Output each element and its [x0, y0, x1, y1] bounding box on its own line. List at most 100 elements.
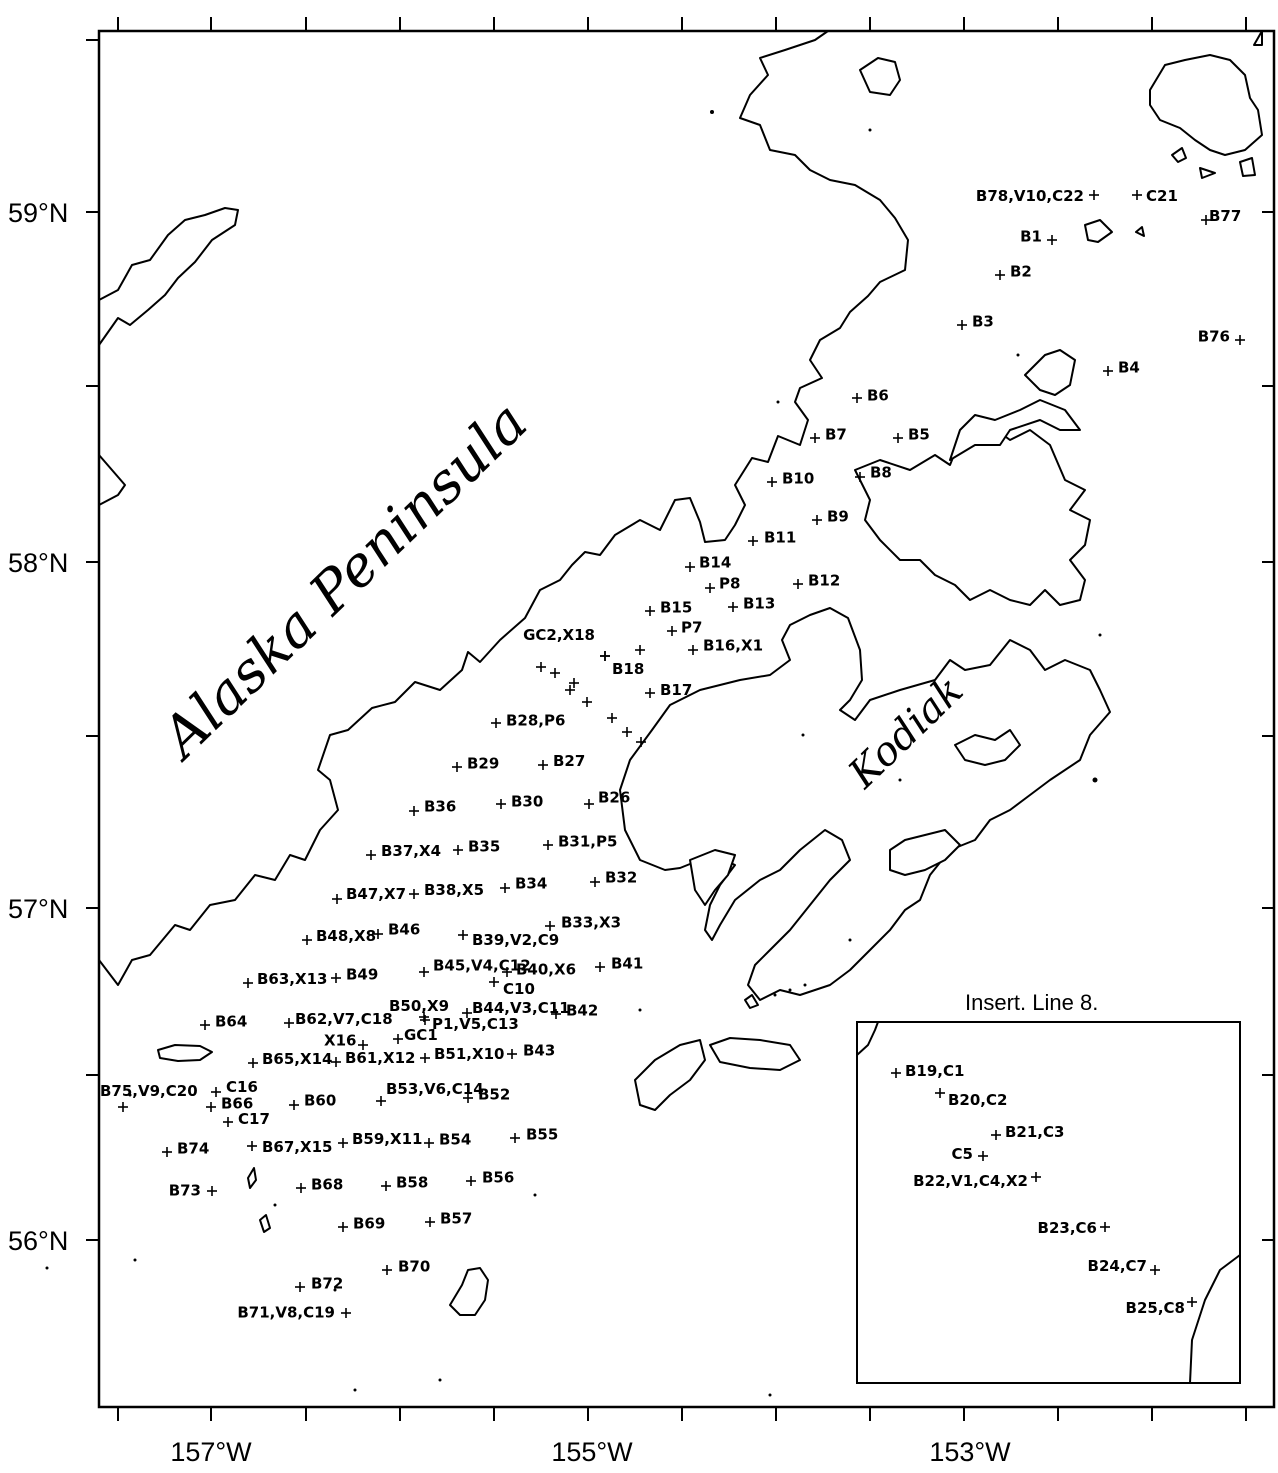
map-station-b65-x14: B65,X14 [248, 1050, 332, 1068]
station-marker [118, 1102, 128, 1112]
longitude-labels: 157°W 155°W 153°W [170, 1437, 1011, 1467]
map-station-b43: B43 [507, 1042, 555, 1060]
station-label: P8 [719, 575, 740, 593]
map-station-b27: B27 [538, 752, 585, 770]
station-label: GC1 [404, 1026, 438, 1044]
station-marker [366, 850, 376, 860]
station-marker [502, 967, 512, 977]
station-label: X16 [324, 1032, 356, 1050]
map-station-b49: B49 [331, 965, 378, 983]
kodiak-label: Kodiak [839, 667, 972, 798]
station-marker [382, 1265, 392, 1275]
map-station-b75-v9-c20: B75,V9,C20 [100, 1082, 198, 1112]
inset-frame [856, 1021, 1241, 1384]
map-station-b30: B30 [496, 793, 543, 811]
lon-label-157: 157°W [170, 1437, 252, 1467]
inset-coast-top [856, 1021, 879, 1056]
station-label: B3 [972, 312, 994, 330]
station-label: B47,X7 [346, 885, 406, 903]
map-station-b63-x13: B63,X13 [243, 970, 327, 988]
station-marker [810, 433, 820, 443]
station-marker [331, 973, 341, 983]
map-station-b26: B26 [584, 789, 630, 809]
map-station-b67-x15: B67,X15 [247, 1138, 332, 1156]
station-label: B15 [660, 598, 692, 616]
station-marker [247, 1141, 257, 1151]
station-label: B11 [764, 528, 796, 546]
station-label: B46 [388, 921, 420, 939]
top-ticks [117, 17, 1247, 31]
map-station-b72: B72 [295, 1274, 343, 1292]
station-marker [705, 583, 715, 593]
station-label: B22,V1,C4,X2 [913, 1172, 1028, 1190]
alaska-peninsula-coastline [98, 30, 909, 986]
station-label: B71,V8,C19 [237, 1303, 335, 1321]
map-station-b62-v7-c18: B62,V7,C18 [284, 1010, 393, 1028]
lon-label-155: 155°W [551, 1437, 633, 1467]
map-station-c16: C16 [211, 1078, 258, 1097]
station-marker [1201, 215, 1211, 225]
station-marker [510, 1133, 520, 1143]
station-marker [600, 651, 610, 661]
inset-station-b25-c8: B25,C8 [1126, 1297, 1197, 1317]
map-station-b53-v6-c14: B53,V6,C14 [376, 1080, 484, 1106]
station-label: B20,C2 [948, 1091, 1007, 1109]
map-station-b1: B1 [1020, 228, 1057, 246]
station-marker [491, 718, 501, 728]
map-station-b34: B34 [500, 875, 547, 893]
station-label: B63,X13 [257, 970, 327, 988]
station-label: B26 [598, 789, 630, 807]
map-station-b48-x8: B48,X8 [302, 927, 376, 945]
station-label: B9 [827, 507, 849, 525]
bottom-ticks [117, 1407, 1247, 1421]
station-marker [393, 1034, 403, 1044]
station-label: B40,X6 [516, 960, 576, 978]
alaska-peninsula-label: Alaska Peninsula [146, 390, 540, 774]
map-station-b71-v8-c19: B71,V8,C19 [237, 1303, 351, 1321]
station-label: B18 [612, 660, 644, 678]
station-marker [891, 1068, 901, 1078]
station-label: B69 [353, 1215, 385, 1233]
station-marker [1047, 235, 1057, 245]
station-label: B74 [177, 1139, 209, 1157]
station-label: B77 [1209, 207, 1241, 225]
map-station-b15: B15 [645, 598, 692, 616]
map-station-b37-x4: B37,X4 [366, 842, 441, 860]
inset-stations: B19,C1B20,C2B21,C3C5B22,V1,C4,X2B23,C6B2… [891, 1062, 1197, 1317]
station-marker [538, 760, 548, 770]
station-label: C5 [952, 1145, 973, 1163]
map-station-p8: P8 [705, 575, 740, 593]
station-marker [645, 606, 655, 616]
station-marker [420, 1053, 430, 1063]
map-station-b47-x7: B47,X7 [332, 885, 406, 904]
station-marker [935, 1088, 945, 1098]
inset-line-8: Insert. Line 8. B19,C1B20,C2B21,C3C5B22,… [856, 990, 1241, 1384]
station-label: B78,V10,C22 [976, 187, 1084, 205]
station-marker [645, 688, 655, 698]
sitkalidak-island [689, 849, 736, 906]
map-station-b74: B74 [162, 1139, 209, 1157]
map-frame [97, 29, 1276, 1409]
station-marker [331, 1057, 341, 1067]
station-marker [248, 1058, 258, 1068]
map-station-p7: P7 [667, 619, 702, 637]
station-label: B8 [870, 463, 892, 481]
station-marker [1031, 1172, 1041, 1182]
station-marker [978, 1151, 988, 1161]
map-station-b78-v10-c22: B78,V10,C22 [976, 187, 1099, 205]
station-label: B7 [825, 425, 847, 443]
station-label: C17 [238, 1110, 270, 1128]
station-marker [419, 967, 429, 977]
island-ne-6 [1135, 226, 1145, 237]
map-station-b32: B32 [590, 868, 637, 887]
small-island-1 [247, 1167, 257, 1189]
station-label: B4 [1118, 358, 1140, 376]
station-label: B25,C8 [1126, 1299, 1185, 1317]
map-station-b10: B10 [767, 470, 814, 488]
inset-station-b21-c3: B21,C3 [991, 1123, 1064, 1141]
station-marker [243, 978, 253, 988]
station-marker [466, 1176, 476, 1186]
station-label: B67,X15 [262, 1138, 332, 1156]
station-marker [463, 1093, 473, 1103]
